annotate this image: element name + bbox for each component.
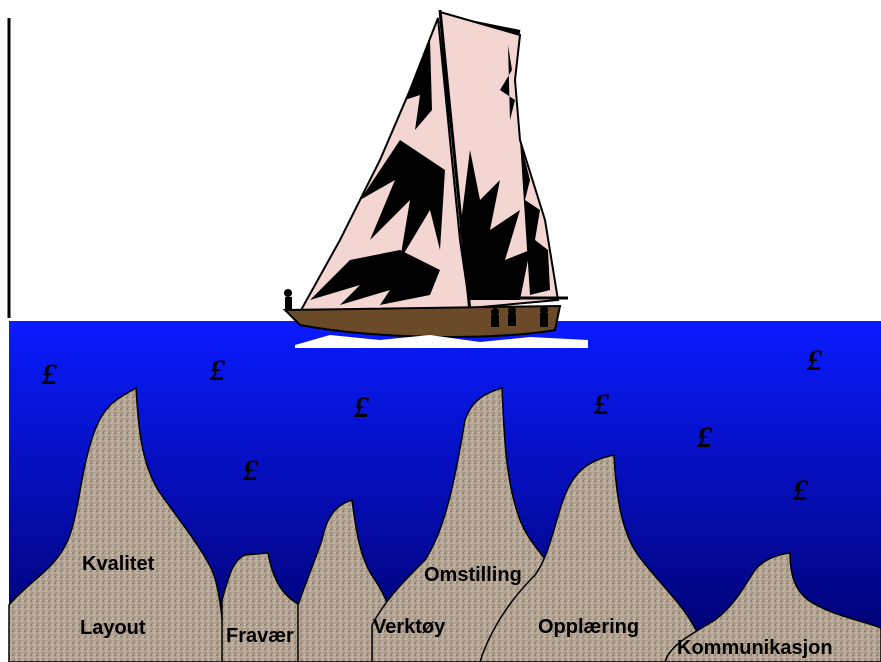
pound-symbol-6: £ [697,423,712,453]
pound-symbol-3: £ [354,393,369,423]
pound-symbol-2: £ [210,356,225,386]
pound-symbol-5: £ [594,390,609,420]
pound-symbol-4: £ [243,456,258,486]
label-fravaer: Fravær [226,626,294,646]
label-omstilling: Omstilling [424,565,522,585]
label-kommunikasjon: Kommunikasjon [677,638,833,658]
pound-symbol-1: £ [42,360,57,390]
sailboat [284,10,588,348]
label-opplaering: Opplæring [538,617,639,637]
label-verktoy: Verktøy [373,617,445,637]
pound-symbol-8: £ [793,476,808,506]
label-kvalitet: Kvalitet [82,554,154,574]
pound-symbol-7: £ [807,346,822,376]
label-layout: Layout [80,618,146,638]
